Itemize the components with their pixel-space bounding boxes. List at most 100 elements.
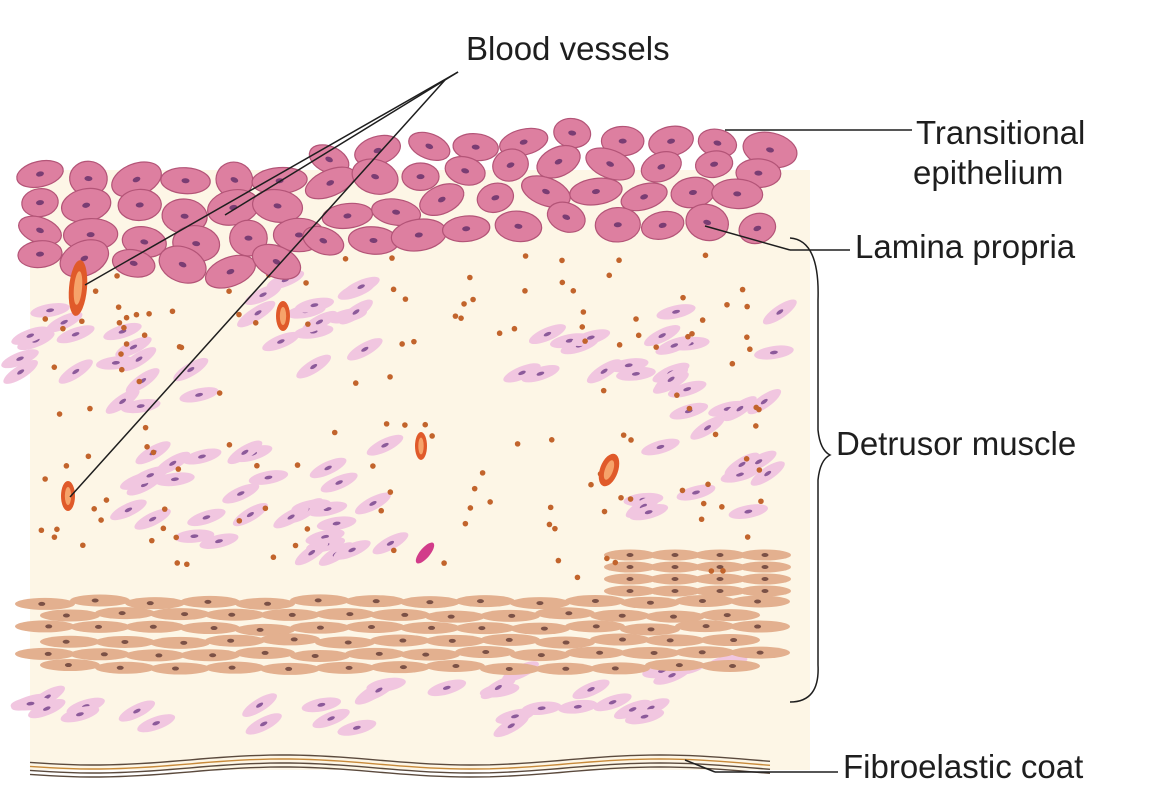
outer-muscle-fiber (125, 597, 185, 609)
label-detrusor-muscle: Detrusor muscle (836, 425, 1076, 463)
connective-tissue-dot (685, 334, 691, 340)
connective-tissue-dot (151, 450, 157, 456)
outer-muscle-fiber (315, 662, 375, 674)
outer-muscle-nucleus (452, 664, 459, 668)
connective-tissue-dot (705, 482, 711, 488)
outer-muscle-nucleus (477, 599, 484, 603)
outer-muscle-fiber (150, 637, 210, 649)
connective-tissue-dot (719, 504, 725, 510)
connective-tissue-dot (149, 538, 155, 544)
outer-muscle-nucleus (647, 601, 654, 605)
outer-muscle-nucleus (228, 613, 235, 617)
outer-muscle-nucleus (155, 653, 162, 657)
outer-muscle-nucleus (63, 640, 70, 644)
outer-muscle-fiber (345, 621, 405, 633)
connective-tissue-dot (236, 312, 242, 318)
outer-muscle-nucleus (506, 638, 513, 642)
connective-tissue-dot (744, 456, 750, 462)
connective-tissue-dot (295, 462, 301, 468)
outer-muscle-nucleus (45, 624, 52, 628)
connective-tissue-dot (170, 308, 176, 314)
connective-tissue-dot (57, 411, 63, 417)
connective-tissue-dot (121, 325, 127, 331)
connective-tissue-dot (387, 374, 393, 380)
connective-tissue-dot (461, 301, 467, 307)
outer-muscle-nucleus (667, 638, 674, 642)
outer-muscle-nucleus (672, 565, 679, 569)
connective-tissue-dot (146, 311, 152, 317)
outer-muscle-nucleus (699, 650, 706, 654)
connective-tissue-dot (305, 321, 311, 327)
outer-muscle-nucleus (672, 589, 679, 593)
outer-muscle-nucleus (147, 601, 154, 605)
outer-muscle-fiber (590, 662, 650, 674)
outer-muscle-nucleus (227, 639, 234, 643)
outer-muscle-nucleus (229, 666, 236, 670)
connective-tissue-dot (618, 495, 624, 501)
connective-tissue-dot (86, 453, 92, 459)
outer-muscle-fiber (205, 635, 265, 647)
connective-tissue-dot (604, 556, 610, 562)
outer-muscle-nucleus (762, 589, 769, 593)
connective-tissue-dot (237, 518, 243, 524)
outer-muscle-nucleus (400, 665, 407, 669)
outer-muscle-fiber (535, 607, 595, 619)
outer-muscle-nucleus (317, 626, 324, 630)
connective-tissue-dot (79, 318, 85, 324)
outer-muscle-nucleus (717, 553, 724, 557)
connective-tissue-dot (51, 364, 57, 370)
connective-tissue-dot (636, 333, 642, 339)
outer-muscle-nucleus (346, 612, 353, 616)
connective-tissue-dot (124, 315, 130, 321)
outer-muscle-nucleus (181, 612, 188, 616)
outer-muscle-nucleus (285, 667, 292, 671)
connective-tissue-dot (60, 326, 66, 332)
outer-muscle-nucleus (150, 625, 157, 629)
outer-muscle-nucleus (627, 565, 634, 569)
connective-tissue-dot (571, 288, 577, 294)
connective-tissue-dot (701, 501, 707, 507)
connective-tissue-dot (547, 522, 553, 528)
outer-muscle-nucleus (180, 641, 187, 645)
outer-muscle-nucleus (315, 598, 322, 602)
connective-tissue-dot (42, 316, 48, 322)
outer-muscle-nucleus (762, 577, 769, 581)
outer-muscle-nucleus (757, 651, 764, 655)
connective-tissue-dot (441, 560, 447, 566)
outer-muscle-nucleus (346, 666, 353, 670)
outer-muscle-nucleus (619, 638, 626, 642)
connective-tissue-dot (497, 330, 503, 336)
connective-tissue-dot (271, 554, 277, 560)
outer-muscle-nucleus (651, 651, 658, 655)
outer-muscle-fiber (315, 608, 375, 620)
connective-tissue-dot (582, 338, 588, 344)
connective-tissue-dot (136, 379, 142, 385)
outer-muscle-nucleus (345, 640, 352, 644)
connective-tissue-dot (93, 288, 99, 294)
outer-muscle-fiber (400, 649, 460, 661)
connective-tissue-dot (747, 346, 753, 352)
outer-muscle-fiber (70, 648, 130, 660)
outer-muscle-nucleus (373, 599, 380, 603)
outer-muscle-fiber (15, 620, 75, 632)
connective-tissue-dot (411, 339, 417, 345)
connective-tissue-dot (87, 406, 93, 412)
outer-muscle-fiber (40, 636, 100, 648)
outer-muscle-nucleus (204, 600, 211, 604)
connective-tissue-dot (117, 320, 123, 326)
label-lamina-propria: Lamina propria (855, 228, 1075, 266)
outer-muscle-nucleus (730, 638, 737, 642)
connective-tissue-dot (724, 302, 730, 308)
connective-tissue-dot (467, 275, 473, 281)
connective-tissue-dot (730, 361, 736, 367)
outer-muscle-fiber (565, 647, 625, 659)
connective-tissue-dot (700, 317, 706, 323)
outer-muscle-fiber (150, 663, 210, 675)
connective-tissue-dot (612, 560, 618, 566)
outer-muscle-fiber (70, 594, 130, 606)
connective-tissue-dot (64, 463, 70, 469)
connective-tissue-dot (116, 304, 122, 310)
connective-tissue-dot (745, 534, 751, 540)
connective-tissue-dot (512, 326, 518, 332)
outer-muscle-nucleus (592, 599, 599, 603)
